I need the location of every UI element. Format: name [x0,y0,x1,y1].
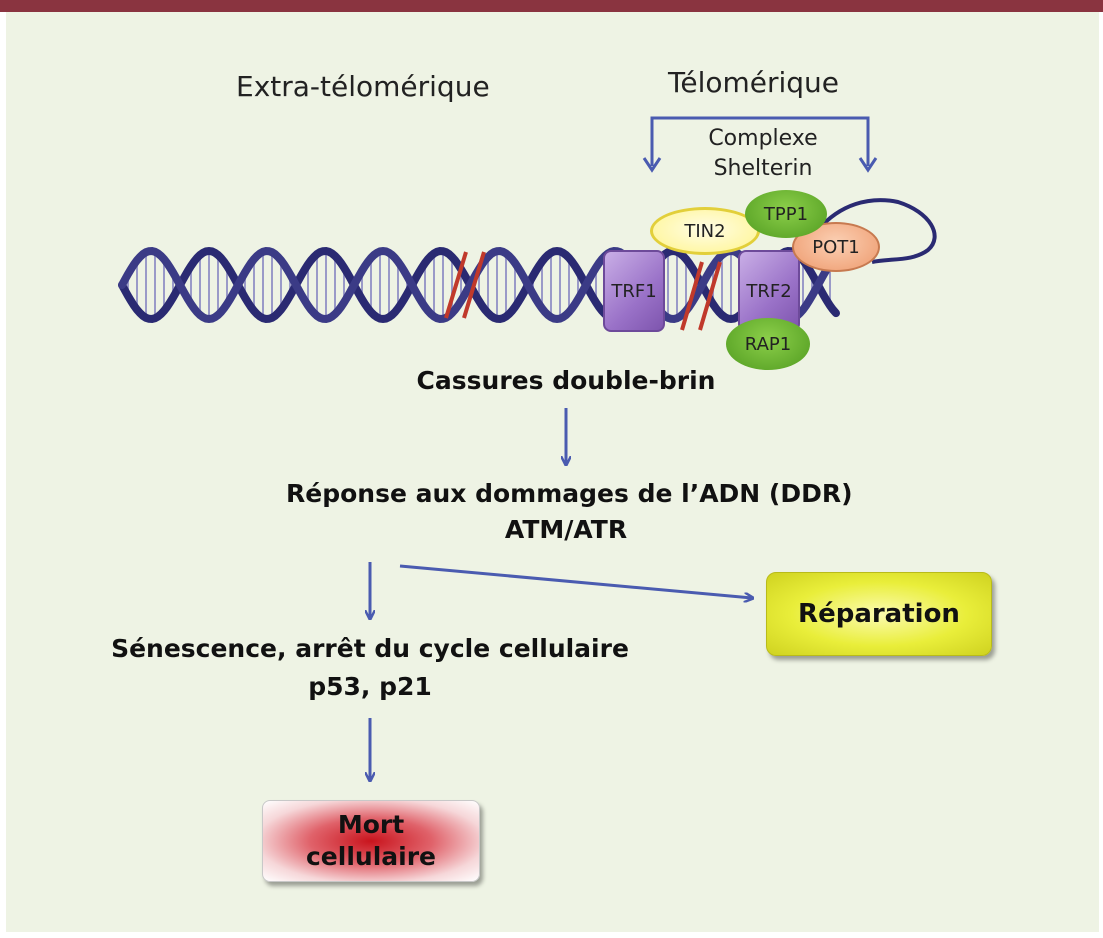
arrow-ddr-to-repair [399,564,752,598]
tin2-label: TIN2 [684,220,726,242]
trf1-protein: TRF1 [603,250,665,332]
cell-death-box: Mort cellulaire [262,800,480,882]
break-mark-extra [444,251,486,319]
pot1-protein: POT1 [792,222,880,272]
complex-label-line1: Complexe [708,126,818,151]
telomere-loop [816,198,937,264]
flow-arrows [370,408,752,780]
senescence-label: Sénescence, arrêt du cycle cellulaire p5… [92,630,648,706]
top-bar [0,0,1103,12]
diagram-panel [6,12,1099,932]
break-mark-telomeric [680,261,722,331]
complex-label-line2: Shelterin [713,156,813,181]
tpp1-label: TPP1 [763,203,809,225]
senescence-label-line2: p53, p21 [308,672,432,701]
rap1-protein: RAP1 [726,318,810,370]
telomeric-label: Télomérique [668,66,840,99]
dna-base-pairs [127,251,831,319]
ddr-label: Réponse aux dommages de l’ADN (DDR) ATM/… [286,476,853,548]
trf1-label: TRF1 [611,280,657,302]
senescence-label-line1: Sénescence, arrêt du cycle cellulaire [111,634,629,663]
dna-helix [118,246,840,324]
tin2-protein: TIN2 [650,207,760,255]
tpp1-protein: TPP1 [745,190,827,238]
ddr-label-line2: ATM/ATR [504,515,628,544]
repair-box: Réparation [766,572,992,656]
trf2-label: TRF2 [746,280,792,302]
telomeric-bracket [642,116,878,173]
cell-death-line1: Mort [337,810,405,839]
double-strand-breaks-label: Cassures double-brin [416,366,716,395]
pot1-label: POT1 [812,236,860,258]
ddr-label-line1: Réponse aux dommages de l’ADN (DDR) [286,479,853,508]
extra-telomeric-label: Extra-télomérique [236,70,490,103]
cell-death-line2: cellulaire [305,842,436,871]
shelterin-complex-label: Complexe Shelterin [688,124,838,184]
repair-label: Réparation [798,599,960,629]
dna-strand-a [118,246,840,324]
rap1-label: RAP1 [744,333,792,355]
